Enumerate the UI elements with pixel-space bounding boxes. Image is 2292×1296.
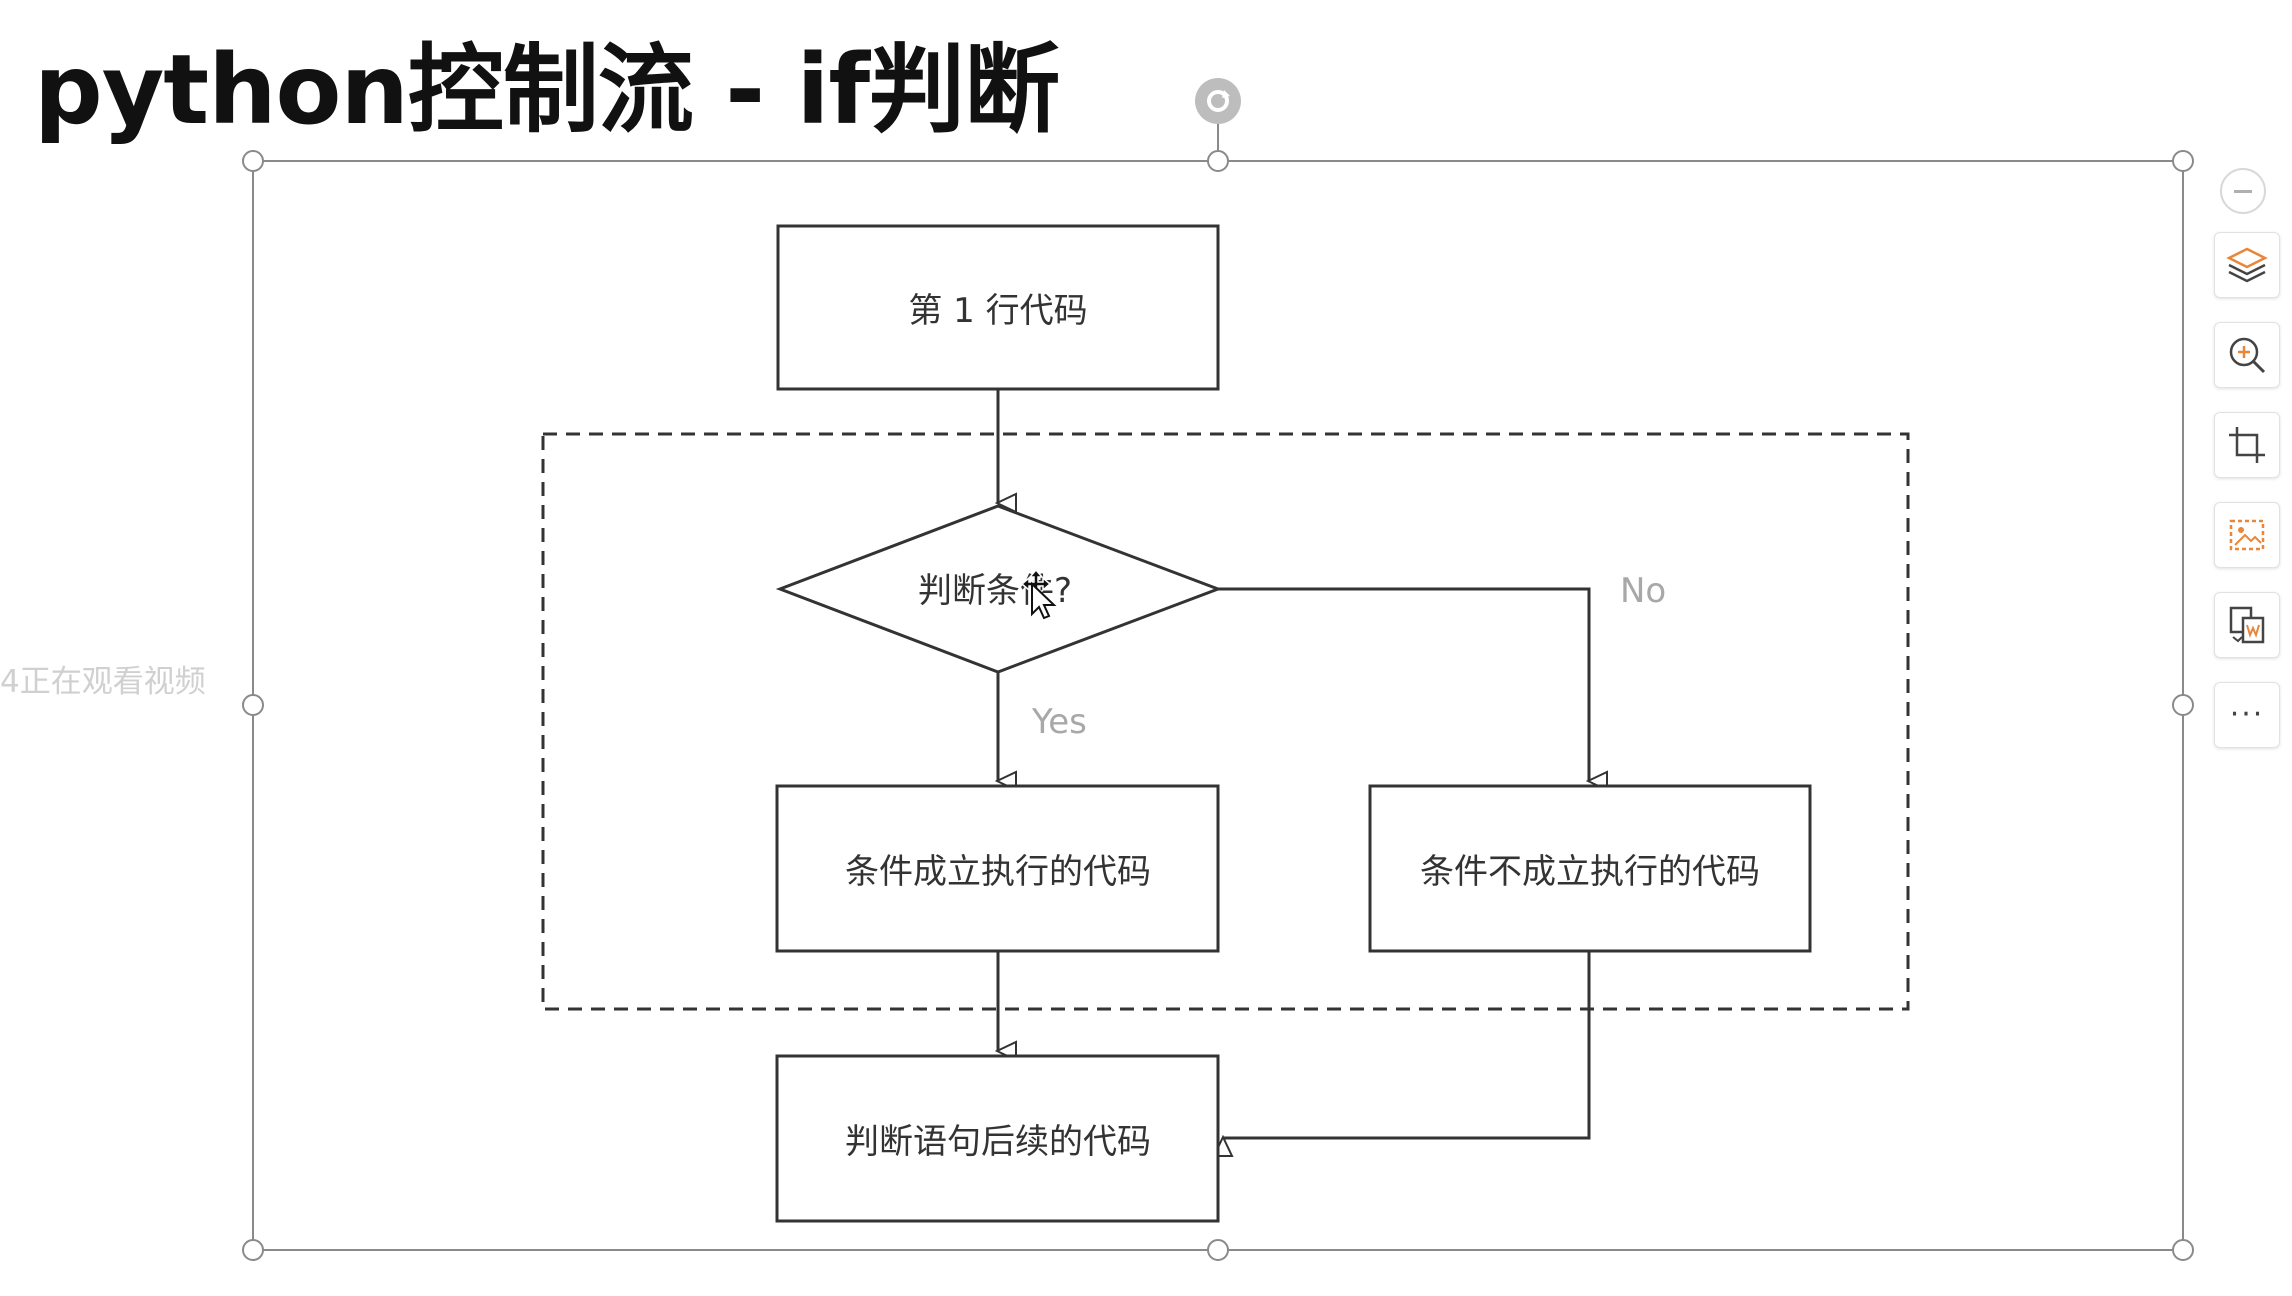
resize-handle-bottom[interactable] (1207, 1239, 1229, 1261)
slide-title: python控制流 - if判断 (34, 34, 1060, 146)
collapse-toolbar-button[interactable] (2220, 168, 2266, 214)
after-if-box (775, 1054, 1220, 1223)
if-block-region (541, 432, 1910, 1011)
resize-handle-bottom-right[interactable] (2172, 1239, 2194, 1261)
true-branch-box (775, 784, 1220, 953)
false-branch-box (1368, 784, 1812, 953)
line1-box-label: 第 1 行代码 (908, 291, 1087, 331)
resize-handle-top-right[interactable] (2172, 150, 2194, 172)
resize-handle-bottom-left[interactable] (242, 1239, 264, 1261)
arrow-false-to-after (1223, 951, 1591, 1138)
move-cursor-icon (1020, 568, 1057, 620)
more-options-button[interactable]: ··· (2214, 682, 2280, 748)
layers-button[interactable] (2214, 232, 2280, 298)
zoom-in-icon (2229, 337, 2266, 374)
minus-icon (2234, 189, 2252, 193)
rotate-handle[interactable] (1195, 78, 1241, 124)
line1-box (776, 224, 1220, 391)
image-to-text-icon (2229, 606, 2265, 644)
no-label: No (1620, 571, 1666, 611)
yes-label: Yes (1031, 702, 1087, 742)
arrow-no (1218, 587, 1589, 781)
resize-handle-right[interactable] (2172, 694, 2194, 716)
after-if-box-label: 判断语句后续的代码 (845, 1122, 1151, 1162)
more-icon: ··· (2229, 697, 2265, 732)
rotate-icon (1207, 90, 1230, 112)
resize-handle-top[interactable] (1207, 150, 1229, 172)
resize-handle-left[interactable] (242, 694, 264, 716)
watermark-text: 4正在观看视频 (0, 664, 206, 700)
crop-icon (2229, 427, 2265, 463)
true-branch-box-label: 条件成立执行的代码 (845, 852, 1151, 892)
crop-button[interactable] (2214, 412, 2280, 478)
zoom-in-button[interactable] (2214, 322, 2280, 388)
layers-icon (2226, 247, 2268, 283)
false-branch-box-label: 条件不成立执行的代码 (1420, 852, 1760, 892)
image-replace-button[interactable] (2214, 502, 2280, 568)
resize-handle-top-left[interactable] (242, 150, 264, 172)
image-to-text-button[interactable] (2214, 592, 2280, 658)
image-replace-icon (2229, 519, 2265, 551)
